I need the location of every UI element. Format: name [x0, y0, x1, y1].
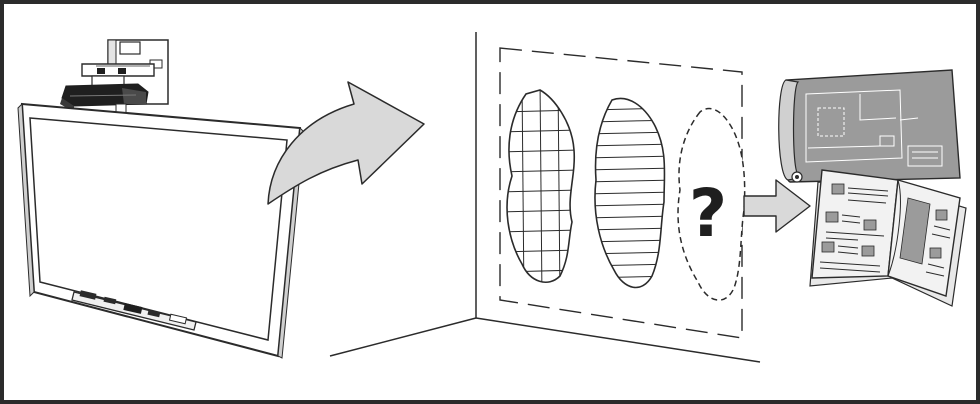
unknown-hole: ?	[677, 107, 746, 301]
dashed-wall-area	[499, 47, 743, 339]
projector	[60, 83, 149, 117]
straight-arrow	[743, 179, 811, 233]
question-mark: ?	[689, 175, 727, 252]
blueprint	[778, 69, 961, 183]
hatched-hole	[594, 97, 666, 289]
room-corner	[329, 32, 761, 363]
grid-hole	[506, 89, 576, 284]
pen-tray	[71, 290, 197, 331]
manual-booklet	[809, 169, 967, 307]
curved-arrow	[267, 81, 425, 205]
